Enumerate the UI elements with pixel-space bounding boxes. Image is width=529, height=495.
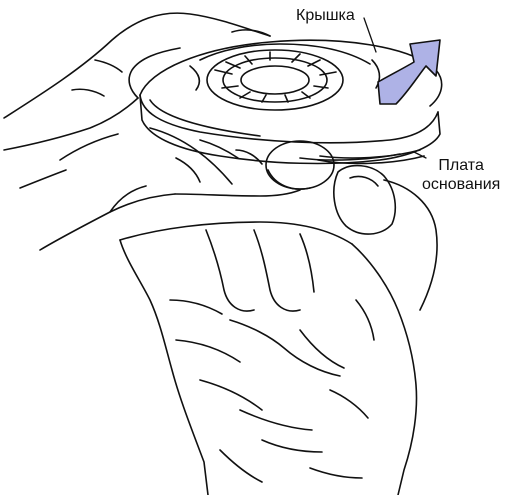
- base-plate-label: Плата основания: [422, 156, 500, 194]
- base-plate-label-line2: основания: [422, 175, 500, 194]
- base-plate-label-line1: Плата: [422, 156, 500, 175]
- rotation-arrow-icon: [378, 40, 440, 104]
- upper-hand: [4, 13, 334, 250]
- cover-label: Крышка: [296, 6, 355, 25]
- lower-hand: [120, 166, 437, 495]
